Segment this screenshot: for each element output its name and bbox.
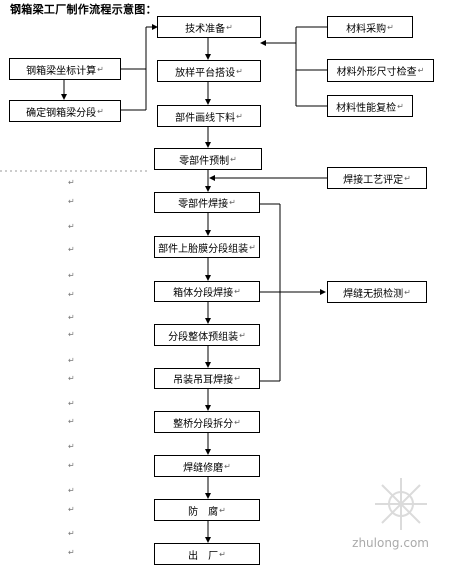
flow-step-3: 部件画线下料↵ xyxy=(157,105,261,127)
para-mark: ↵ xyxy=(68,178,75,187)
para-mark: ↵ xyxy=(68,245,75,254)
right-input-1: 材料采购↵ xyxy=(327,16,413,38)
left-step-2: 确定钢箱梁分段↵ xyxy=(9,100,121,122)
right-input-3: 材料性能复检↵ xyxy=(327,95,413,117)
flow-step-2: 放样平台搭设↵ xyxy=(157,60,261,82)
para-mark: ↵ xyxy=(68,290,75,299)
page-title: 钢箱梁工厂制作流程示意图： xyxy=(10,3,157,16)
para-mark: ↵ xyxy=(68,486,75,495)
para-mark: ↵ xyxy=(68,442,75,451)
flow-step-6: 部件上胎膜分段组装↵ xyxy=(154,236,260,258)
flow-step-12: 防 腐↵ xyxy=(154,499,260,521)
watermark-text: zhulong.com xyxy=(352,536,429,550)
para-mark: ↵ xyxy=(68,399,75,408)
flow-step-7: 箱体分段焊接↵ xyxy=(154,281,260,302)
para-mark: ↵ xyxy=(68,505,75,514)
ndt-box: 焊缝无损检测↵ xyxy=(327,281,427,303)
flow-step-11: 焊缝修磨↵ xyxy=(154,455,260,477)
para-mark: ↵ xyxy=(68,330,75,339)
para-mark: ↵ xyxy=(68,356,75,365)
flow-step-8: 分段整体预组装↵ xyxy=(154,324,260,346)
para-mark: ↵ xyxy=(68,529,75,538)
welding-process-box: 焊接工艺评定↵ xyxy=(327,167,427,189)
right-input-2: 材料外形尺寸检查↵ xyxy=(327,59,434,82)
para-mark: ↵ xyxy=(68,548,75,557)
para-mark: ↵ xyxy=(68,374,75,383)
left-step-1: 钢箱梁坐标计算↵ xyxy=(9,58,121,80)
para-mark: ↵ xyxy=(68,271,75,280)
para-mark: ↵ xyxy=(68,313,75,322)
flow-step-4: 零部件预制↵ xyxy=(154,148,262,170)
para-mark: ↵ xyxy=(68,197,75,206)
para-mark: ↵ xyxy=(68,417,75,426)
flow-step-5: 零部件焊接↵ xyxy=(154,192,260,213)
para-mark: ↵ xyxy=(68,461,75,470)
flow-step-10: 整桥分段拆分↵ xyxy=(154,411,260,433)
watermark-logo-icon xyxy=(375,478,427,530)
flow-step-9: 吊装吊耳焊接↵ xyxy=(154,368,260,389)
para-mark: ↵ xyxy=(68,222,75,231)
flow-step-13: 出 厂↵ xyxy=(154,543,260,565)
flow-step-1: 技术准备↵ xyxy=(157,16,261,38)
